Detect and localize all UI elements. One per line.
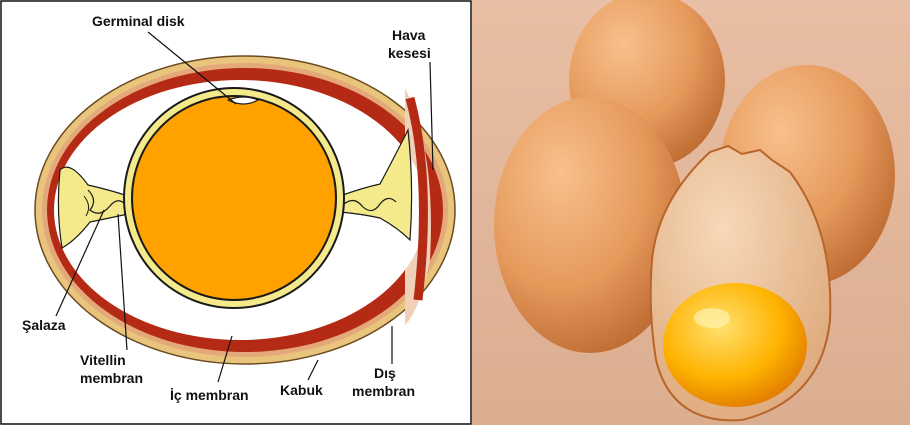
label-ic-membran: İç membran <box>170 387 249 403</box>
label-vitellin-1: Vitellin <box>80 352 126 368</box>
eggs-photo-svg <box>472 0 910 425</box>
label-dis-membran-2: membran <box>352 383 415 399</box>
yolk <box>132 96 336 300</box>
yolk-highlight <box>694 308 730 328</box>
photo-yolk <box>663 283 807 407</box>
label-hava-kesesi-2: kesesi <box>388 45 431 61</box>
eggs-photo <box>472 0 910 425</box>
label-vitellin-2: membran <box>80 370 143 386</box>
label-salaza: Şalaza <box>22 317 66 333</box>
label-germinal-disk: Germinal disk <box>92 13 185 29</box>
egg-diagram-svg: Germinal disk Hava kesesi Şalaza Vitelli… <box>0 0 472 425</box>
egg-anatomy-diagram: Germinal disk Hava kesesi Şalaza Vitelli… <box>0 0 472 425</box>
label-hava-kesesi-1: Hava <box>392 27 426 43</box>
label-kabuk: Kabuk <box>280 382 323 398</box>
label-dis-membran-1: Dış <box>374 365 396 381</box>
